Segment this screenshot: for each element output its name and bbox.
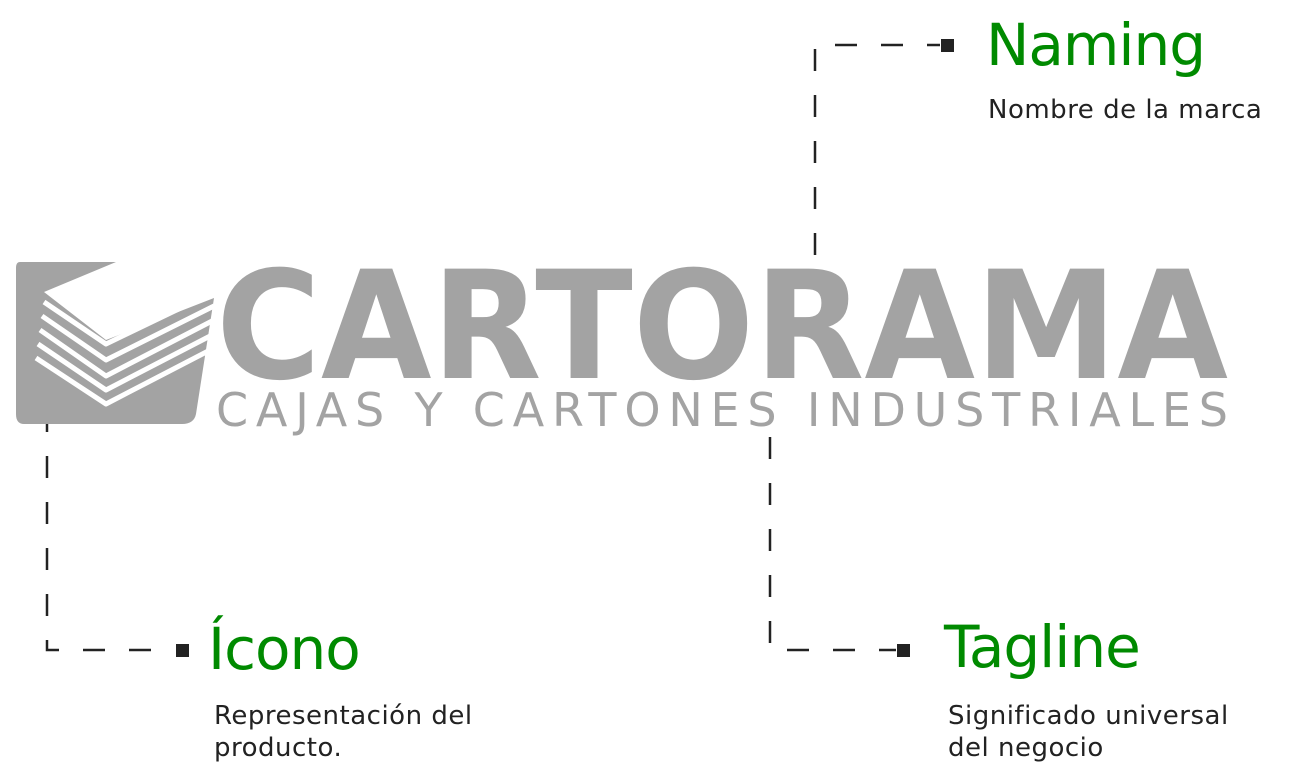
naming-title: Naming: [986, 11, 1206, 79]
brand-wordmark: CARTORAMA: [216, 250, 1228, 390]
naming-marker: [941, 39, 954, 52]
naming-description: Nombre de la marca: [988, 95, 1263, 125]
tagline-connector: [768, 437, 896, 652]
icono-title: Ícono: [208, 615, 361, 683]
brand-tagline: CAJAS Y CARTONES INDUSTRIALES: [216, 383, 1228, 437]
tagline-description: Significado universal del negocio: [948, 701, 1229, 763]
naming-connector: [813, 43, 940, 255]
icono-description: Representación del producto.: [214, 701, 473, 763]
brand-tagline-text: CAJAS Y CARTONES INDUSTRIALES: [216, 383, 1228, 437]
stacked-cardboard-sheets-icon: [16, 262, 216, 424]
tagline-marker: [897, 644, 910, 657]
icono-marker: [176, 644, 189, 657]
tagline-title: Tagline: [944, 613, 1141, 681]
brand-name: CARTORAMA: [216, 250, 1228, 390]
icono-connector: [45, 410, 175, 652]
